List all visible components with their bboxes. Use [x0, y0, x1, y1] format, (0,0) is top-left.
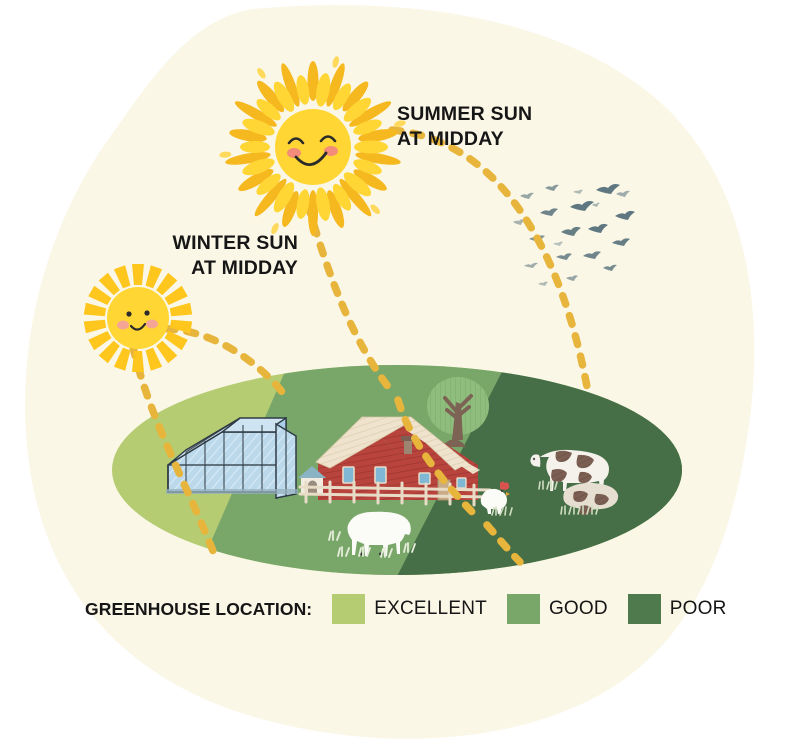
- legend: GREENHOUSE LOCATION: EXCELLENT GOOD POOR: [85, 592, 747, 626]
- zone-poor: [390, 365, 682, 575]
- legend-item-good: GOOD: [506, 594, 608, 624]
- legend-swatch-good: [506, 594, 540, 624]
- summer-sun-body: [275, 109, 351, 185]
- winter-sun-rays: [83, 264, 193, 372]
- grass-tufts-chicken: [491, 506, 513, 516]
- grass-tufts-cows: [538, 480, 599, 515]
- grass-tufts-horse: [328, 530, 416, 558]
- legend-item-excellent: EXCELLENT: [332, 594, 487, 624]
- chicken: [480, 481, 510, 514]
- horse: [347, 511, 411, 556]
- summer-sun-face: [287, 135, 338, 166]
- legend-label-poor: POOR: [669, 598, 727, 619]
- summer-ray-right: [388, 126, 592, 396]
- winter-ray-path: [141, 324, 292, 404]
- summer-sun-label-line1: SUMMER SUN: [397, 103, 533, 125]
- poor-zone-boundary-ray: [483, 521, 524, 566]
- winter-sun-label-line1: WINTER SUN: [172, 232, 298, 254]
- summer-ray-through-barn: [394, 396, 484, 524]
- barn: [298, 416, 492, 507]
- winter-sun-face: [117, 310, 158, 331]
- tree: [427, 377, 489, 447]
- legend-title: GREENHOUSE LOCATION:: [85, 598, 313, 619]
- greenhouse: [166, 416, 298, 500]
- cow-standing: [530, 449, 609, 491]
- legend-swatch-poor: [627, 594, 661, 624]
- winter-sun-label-line2: AT MIDDAY: [191, 256, 298, 279]
- legend-item-poor: POOR: [627, 594, 727, 624]
- summer-sun-label-line2: AT MIDDAY: [397, 127, 504, 150]
- summer-ray-left: [304, 201, 396, 396]
- legend-swatch-excellent: [332, 594, 366, 624]
- cow-lying: [563, 482, 619, 515]
- legend-label-excellent: EXCELLENT: [374, 598, 487, 619]
- winter-sun-body: [107, 287, 169, 349]
- winter-ray-down: [129, 343, 219, 560]
- summer-sun-rays: [219, 56, 406, 236]
- legend-label-good: GOOD: [548, 598, 608, 619]
